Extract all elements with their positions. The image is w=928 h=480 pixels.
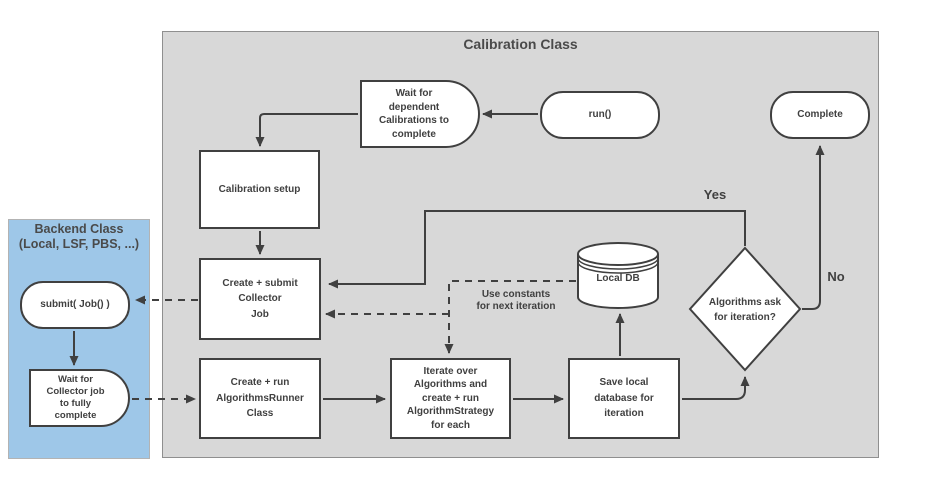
node-wait-collector-label: Wait for Collector job to fully complete [46,374,105,421]
edge-diamond-no-to-complete [802,145,825,310]
node-iterate-over-algorithms[interactable]: Iterate over Algorithms and create + run… [390,358,511,439]
node-save-local-database[interactable]: Save local database for iteration [568,358,680,439]
node-wait-dependent-calibrations[interactable]: Wait for dependent Calibrations to compl… [360,80,480,148]
backend-class-title: Backend Class (Local, LSF, PBS, ...) [18,222,140,251]
node-complete-label: Complete [797,109,843,121]
edge-diamond-yes-to-create-submit [328,210,746,289]
node-wait-collector-job[interactable]: Wait for Collector job to fully complete [29,369,130,427]
node-complete[interactable]: Complete [770,91,870,139]
edge-label-use-constants: Use constants for next iteration [476,289,556,312]
node-run[interactable]: run() [540,91,660,139]
calibration-class-title: Calibration Class [463,36,578,52]
node-save-local-label: Save local database for iteration [594,377,654,420]
edge-save-local-to-diamond [682,376,750,400]
node-create-run-label: Create + run AlgorithmsRunner Class [216,377,304,420]
decision-diamond-label: Algorithms ask for iteration? [708,297,782,323]
node-submit-job-label: submit( Job() ) [40,299,110,311]
cylinder-rim-2 [577,257,659,270]
node-iterate-label: Iterate over Algorithms and create + run… [406,365,495,431]
local-db-cylinder[interactable] [577,242,659,309]
node-create-run-algorithmsrunner[interactable]: Create + run AlgorithmsRunner Class [199,358,321,439]
decision-diamond-shape[interactable] [688,246,802,372]
node-calibration-setup[interactable]: Calibration setup [199,150,320,229]
node-create-submit-collector-job[interactable]: Create + submit Collector Job [199,258,321,340]
node-run-label: run() [588,109,612,121]
node-wait-dependent-label: Wait for dependent Calibrations to compl… [378,88,449,140]
edge-label-no: No [827,269,845,284]
edge-label-yes: Yes [703,187,727,202]
edge-wait-dependent-to-calibration-setup [255,113,358,147]
cylinder-rim-1 [577,253,659,266]
node-create-submit-label: Create + submit Collector Job [222,277,298,320]
edge-local-db-to-iterate [444,280,576,354]
node-calibration-setup-label: Calibration setup [218,183,301,195]
local-db-label: Local DB [596,273,640,284]
node-submit-job[interactable]: submit( Job() ) [20,281,130,329]
cylinder-rim-3 [577,261,659,274]
cylinder-body [577,242,659,309]
